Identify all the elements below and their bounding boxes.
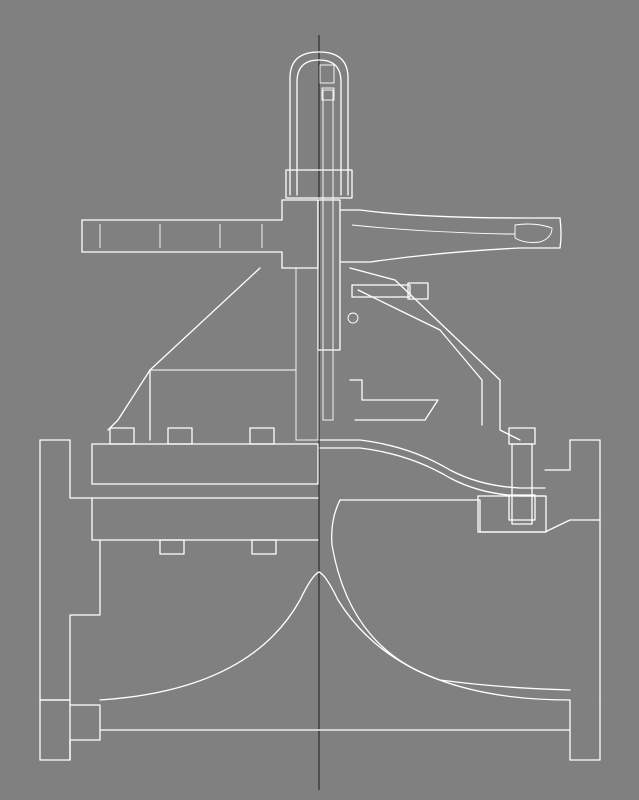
bonnet (107, 267, 521, 441)
stem-cap (285, 51, 353, 199)
bonnet-flange (91, 443, 319, 485)
bolt-icon (109, 427, 536, 555)
spindle-icon (317, 89, 341, 421)
handwheel-icon (81, 199, 562, 269)
valve-body-icon (39, 439, 601, 761)
